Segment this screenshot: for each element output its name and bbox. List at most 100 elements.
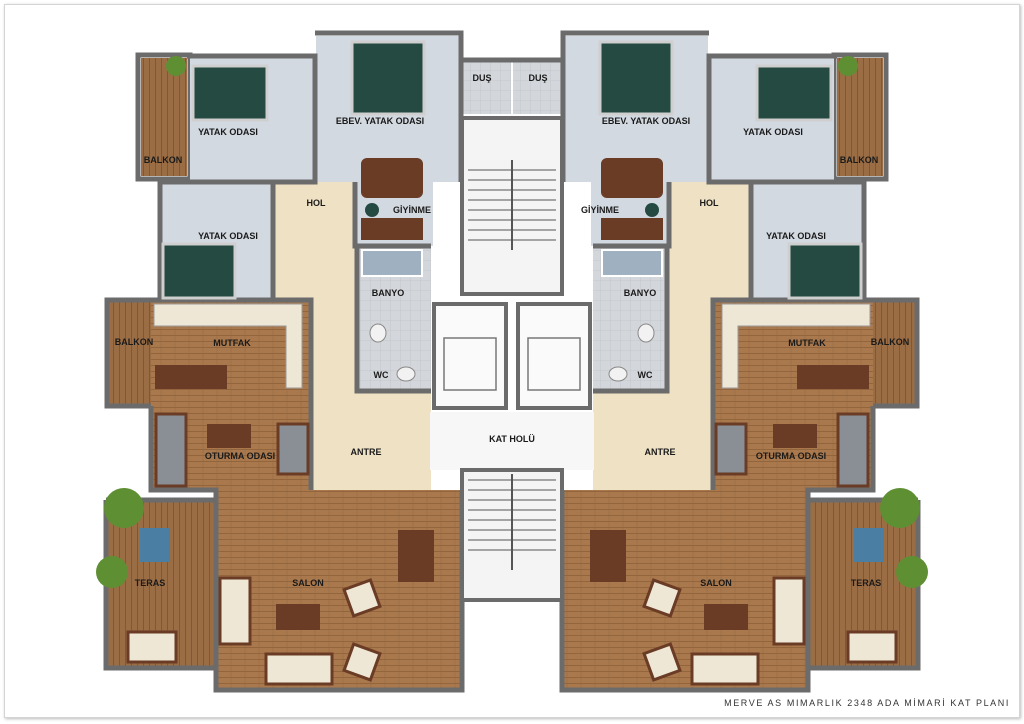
salon-floor bbox=[562, 490, 808, 688]
bed-mid bbox=[161, 242, 237, 300]
label-left-balcony-mid: BALKON bbox=[115, 337, 154, 347]
label-right-terrace: TERAS bbox=[851, 578, 882, 588]
dressing-unit-2 bbox=[601, 218, 663, 240]
kitchen-counter bbox=[153, 303, 303, 389]
label-left-balcony-top: BALKON bbox=[144, 155, 183, 165]
terrace-sofa bbox=[126, 630, 178, 664]
coffee-table-salon bbox=[276, 604, 320, 630]
armchair-salon-2 bbox=[642, 642, 682, 682]
label-left-terrace: TERAS bbox=[135, 578, 166, 588]
label-right-wc: WC bbox=[638, 370, 653, 380]
armchair-salon-1 bbox=[642, 578, 682, 618]
salon-floor bbox=[216, 490, 462, 688]
label-left-hall: HOL bbox=[307, 198, 327, 208]
dining-table-kitchen bbox=[155, 365, 227, 389]
label-right-shower: DUŞ bbox=[528, 73, 547, 83]
label-right-dressing: GİYİNME bbox=[581, 205, 619, 215]
armchair-salon-1 bbox=[342, 578, 382, 618]
coffee-table-living bbox=[207, 424, 251, 448]
room-labels: YATAK ODASI BALKON EBEV. YATAK ODASI DUŞ… bbox=[115, 73, 910, 588]
armchair-living bbox=[714, 422, 748, 476]
label-right-kitchen: MUTFAK bbox=[788, 338, 826, 348]
coffee-table-salon bbox=[704, 604, 748, 630]
bed-top bbox=[191, 64, 269, 122]
bathtub bbox=[601, 249, 663, 277]
plant-icon bbox=[896, 556, 928, 588]
label-right-master-bedroom: EBEV. YATAK ODASI bbox=[602, 116, 690, 126]
bathtub bbox=[361, 249, 423, 277]
label-left-shower: DUŞ bbox=[472, 73, 491, 83]
label-right-balcony-top: BALKON bbox=[840, 155, 879, 165]
plant-icon bbox=[96, 556, 128, 588]
label-left-entrance: ANTRE bbox=[351, 447, 382, 457]
elevator-shaft-2 bbox=[516, 302, 592, 410]
terrace-table bbox=[854, 528, 884, 562]
label-floor-hall: KAT HOLÜ bbox=[489, 434, 535, 444]
plant-icon bbox=[166, 56, 186, 76]
label-left-living: OTURMA ODASI bbox=[205, 451, 275, 461]
label-left-salon: SALON bbox=[292, 578, 324, 588]
left-walls bbox=[103, 30, 513, 693]
dining-table-salon bbox=[590, 530, 626, 582]
bed-master bbox=[598, 40, 674, 116]
terrace-sofa bbox=[846, 630, 898, 664]
balcony-top-floor bbox=[141, 58, 187, 176]
toilet-1 bbox=[637, 323, 655, 343]
bed-master bbox=[350, 40, 426, 116]
balcony-mid-floor bbox=[107, 300, 151, 406]
label-right-bedroom-mid: YATAK ODASI bbox=[766, 231, 826, 241]
toilet-2 bbox=[396, 366, 416, 382]
sofa-salon-bottom bbox=[690, 652, 760, 686]
armchair-living bbox=[276, 422, 310, 476]
plant-icon bbox=[880, 488, 920, 528]
toilet-2 bbox=[608, 366, 628, 382]
label-right-hall: HOL bbox=[700, 198, 720, 208]
plant-icon bbox=[838, 56, 858, 76]
dressing-stool bbox=[365, 203, 379, 217]
label-right-bedroom-top: YATAK ODASI bbox=[743, 127, 803, 137]
dining-table-salon bbox=[398, 530, 434, 582]
right-walls bbox=[511, 30, 921, 693]
bed-top bbox=[755, 64, 833, 122]
plan-caption: MERVE AS MIMARLIK 2348 ADA MİMARİ KAT PL… bbox=[724, 698, 1010, 708]
label-left-bedroom-top: YATAK ODASI bbox=[198, 127, 258, 137]
label-right-bathroom: BANYO bbox=[624, 288, 657, 298]
kitchen-counter bbox=[721, 303, 871, 389]
label-right-living: OTURMA ODASI bbox=[756, 451, 826, 461]
left-apartment bbox=[96, 30, 513, 693]
label-right-entrance: ANTRE bbox=[645, 447, 676, 457]
stair-lower-steps bbox=[468, 474, 556, 570]
entrance-floor bbox=[355, 391, 431, 491]
elevator-shaft-1 bbox=[432, 302, 508, 410]
balcony-mid-floor bbox=[873, 300, 917, 406]
elevator-car-2 bbox=[527, 337, 581, 391]
balcony-top-floor bbox=[837, 58, 883, 176]
shower-floor bbox=[513, 62, 565, 114]
elevator-car-1 bbox=[443, 337, 497, 391]
sofa-living bbox=[154, 412, 188, 488]
stair-upper-steps bbox=[468, 160, 556, 250]
floor-hall bbox=[430, 412, 594, 470]
label-left-bathroom: BANYO bbox=[372, 288, 405, 298]
right-apartment bbox=[511, 30, 928, 693]
sofa-living bbox=[836, 412, 870, 488]
sofa-salon-left bbox=[218, 576, 252, 646]
dressing-unit-1 bbox=[361, 158, 423, 198]
sofa-salon-bottom bbox=[264, 652, 334, 686]
shower-floor bbox=[459, 62, 511, 114]
label-left-wc: WC bbox=[374, 370, 389, 380]
label-right-balcony-mid: BALKON bbox=[871, 337, 910, 347]
plant-icon bbox=[104, 488, 144, 528]
building-core bbox=[430, 116, 594, 602]
coffee-table-living bbox=[773, 424, 817, 448]
dressing-unit-1 bbox=[601, 158, 663, 198]
label-left-master-bedroom: EBEV. YATAK ODASI bbox=[336, 116, 424, 126]
label-left-bedroom-mid: YATAK ODASI bbox=[198, 231, 258, 241]
dining-table-kitchen bbox=[797, 365, 869, 389]
dressing-stool bbox=[645, 203, 659, 217]
toilet-1 bbox=[369, 323, 387, 343]
dressing-unit-2 bbox=[361, 218, 423, 240]
label-left-kitchen: MUTFAK bbox=[213, 338, 251, 348]
entrance-floor bbox=[593, 391, 669, 491]
